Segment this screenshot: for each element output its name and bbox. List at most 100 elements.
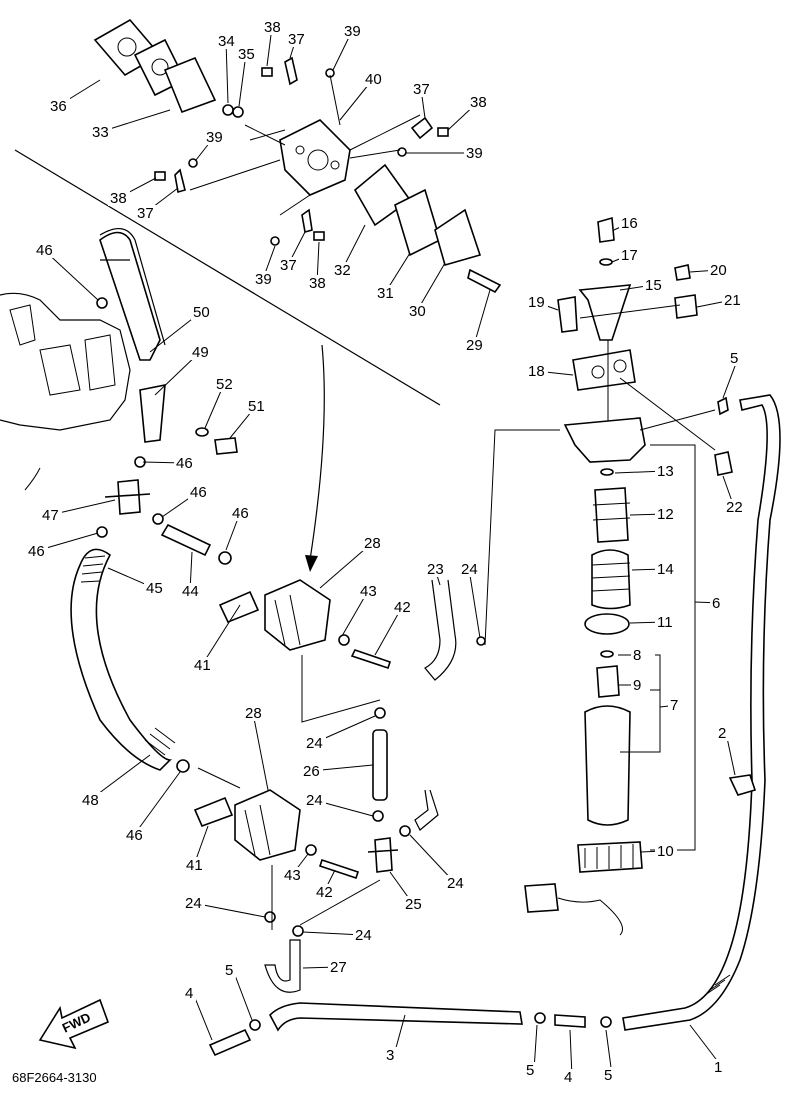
clip-46d — [96, 297, 108, 309]
leader-line-4 — [192, 992, 213, 1041]
callout-5: 5 — [604, 1067, 612, 1084]
callout-42: 42 — [394, 599, 411, 616]
engine-outline — [0, 149, 441, 431]
callout-bg-37 — [286, 31, 308, 47]
callout-bg-46 — [230, 505, 252, 521]
callout-bg-51 — [246, 398, 268, 414]
callout-bg-46 — [124, 827, 146, 843]
callout-bg-24 — [183, 895, 205, 911]
leader-line-35 — [238, 53, 247, 107]
callout-47: 47 — [42, 507, 59, 524]
joint-25 — [367, 837, 399, 873]
callout-bg-46 — [26, 543, 48, 559]
callout-11: 11 — [657, 614, 673, 631]
hose-26 — [372, 729, 388, 801]
callout-46: 46 — [176, 455, 193, 472]
bolt-51 — [214, 437, 238, 455]
callout-27: 27 — [330, 959, 347, 976]
callout-18: 18 — [528, 363, 545, 380]
hose-1-3 — [269, 394, 781, 1032]
callout-bg-30 — [407, 303, 429, 319]
callout-bg-1 — [712, 1059, 725, 1075]
washer-52 — [195, 427, 209, 437]
callout-43: 43 — [360, 583, 377, 600]
callout-bg-24 — [304, 735, 326, 751]
callout-24: 24 — [306, 792, 323, 809]
callout-bg-5 — [524, 1062, 537, 1078]
callout-bg-46 — [34, 242, 56, 258]
callout-36: 36 — [50, 98, 67, 115]
leader-line-5 — [232, 969, 253, 1021]
leader-line-28 — [252, 712, 269, 791]
callout-bg-38 — [108, 190, 130, 206]
callout-44: 44 — [182, 583, 199, 600]
callout-48: 48 — [82, 792, 99, 809]
callout-bg-38 — [262, 19, 284, 35]
callout-bg-40 — [363, 71, 385, 87]
callout-bg-25 — [403, 896, 425, 912]
callout-bg-38 — [468, 94, 490, 110]
callout-bg-37 — [135, 205, 157, 221]
callout-4: 4 — [564, 1069, 572, 1086]
callout-bg-21 — [722, 292, 744, 308]
clip-46a — [218, 551, 232, 565]
clip-2 — [728, 774, 757, 796]
callout-1: 1 — [714, 1059, 722, 1076]
callout-bg-24 — [445, 875, 467, 891]
fuel-pump-28-lower — [193, 789, 360, 880]
joint-49 — [139, 384, 166, 443]
callout-bg-12 — [655, 506, 677, 522]
callout-46: 46 — [232, 505, 249, 522]
callout-bg-48 — [80, 792, 102, 808]
fwd-arrow — [38, 998, 110, 1050]
callout-13: 13 — [657, 463, 674, 480]
clip-46e — [96, 526, 108, 538]
callout-bg-42 — [392, 599, 414, 615]
callout-9: 9 — [633, 677, 641, 694]
callout-15: 15 — [645, 277, 662, 294]
callout-bg-52 — [214, 376, 236, 392]
callout-bg-26 — [301, 763, 323, 779]
callout-40: 40 — [365, 71, 382, 88]
callout-41: 41 — [186, 857, 203, 874]
callout-12: 12 — [657, 506, 674, 523]
diaphragm-33b — [163, 56, 217, 114]
callout-35: 35 — [238, 46, 255, 63]
callout-bg-19 — [526, 294, 548, 310]
callout-37: 37 — [137, 205, 154, 222]
callout-32: 32 — [334, 262, 351, 279]
callout-26: 26 — [303, 763, 320, 780]
callout-bg-14 — [655, 561, 677, 577]
callout-46: 46 — [126, 827, 143, 844]
callout-bg-43 — [282, 867, 304, 883]
center-leader-lines — [197, 429, 560, 930]
callout-5: 5 — [730, 350, 738, 367]
small-fasteners — [154, 56, 449, 246]
upper-leader-lines — [189, 74, 421, 216]
callout-bg-15 — [643, 277, 665, 293]
callout-16: 16 — [621, 215, 638, 232]
callout-bg-29 — [464, 337, 486, 353]
callout-bg-43 — [358, 583, 380, 599]
callout-4: 4 — [185, 985, 193, 1002]
callout-2: 2 — [718, 725, 726, 742]
callout-5: 5 — [526, 1062, 534, 1079]
callout-bg-34 — [216, 33, 238, 49]
callout-39: 39 — [344, 23, 361, 40]
callout-bg-37 — [278, 257, 300, 273]
callout-bg-5 — [223, 962, 236, 978]
callout-bg-49 — [190, 344, 212, 360]
clip-46b — [152, 513, 164, 525]
callout-19: 19 — [528, 294, 545, 311]
assembly-arrowhead — [305, 555, 318, 572]
callout-5: 5 — [225, 962, 233, 979]
assembly-arrow — [309, 344, 325, 561]
screw-29 — [467, 268, 502, 294]
callout-bg-11 — [655, 614, 677, 630]
callout-38: 38 — [110, 190, 127, 207]
callout-7: 7 — [670, 697, 678, 714]
callout-42: 42 — [316, 884, 333, 901]
callout-39: 39 — [255, 271, 272, 288]
